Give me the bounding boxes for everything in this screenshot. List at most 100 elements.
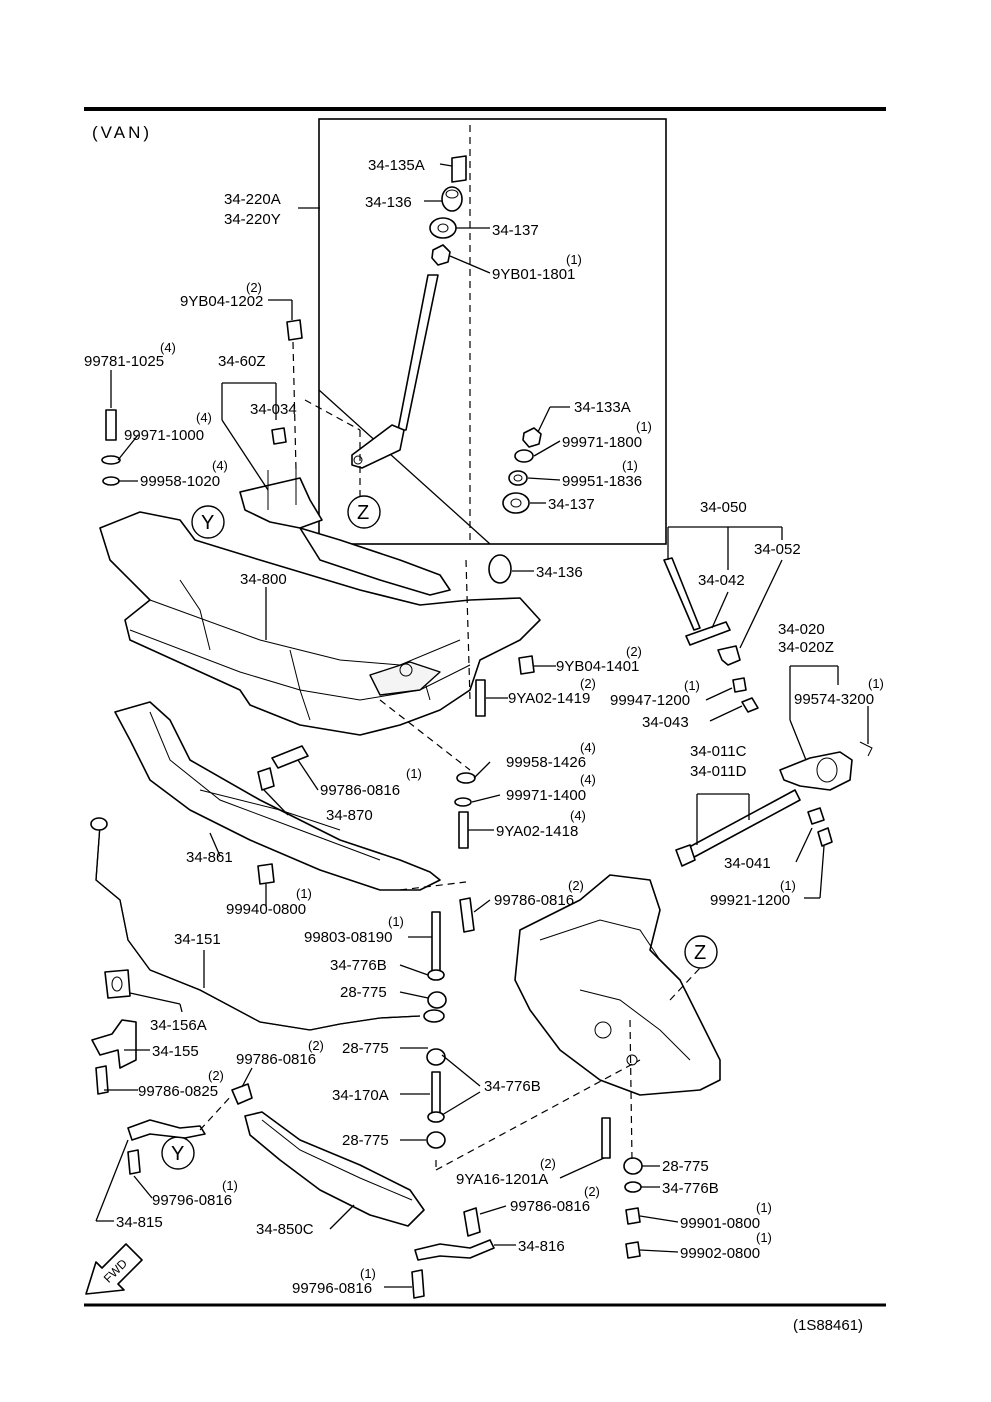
- callout-28-775-b: 28-775: [342, 1040, 389, 1057]
- callout-28-775-d: 28-775: [662, 1158, 709, 1175]
- part-hardware-stack: [426, 911, 643, 1259]
- part-34-137-top: [429, 217, 457, 239]
- callout-34-136-top: 34-136: [365, 194, 412, 211]
- callout-34-170A: 34-170A: [332, 1087, 389, 1104]
- part-stabilizer-link-rod: [351, 274, 439, 469]
- marker-z-bottom: Z: [684, 935, 718, 969]
- callout-99921-1200: 99921-1200: [710, 892, 790, 909]
- callout-34-776B-c: 34-776B: [662, 1180, 719, 1197]
- part-99951-1836: [508, 470, 528, 486]
- callout-99947-1200: 99947-1200: [610, 692, 690, 709]
- inset-box: [318, 118, 667, 545]
- callout-34-135A: 34-135A: [368, 157, 425, 174]
- svg-text:(1): (1): [296, 886, 312, 901]
- marker-y-bottom: Y: [161, 1136, 195, 1170]
- callout-9YB01-1801: 9YB01-1801: [492, 266, 575, 283]
- callout-34-133A: 34-133A: [574, 399, 631, 416]
- part-34-151-stabilizer-bar: [90, 817, 445, 1031]
- callout-34-052: 34-052: [754, 541, 801, 558]
- callout-34-041: 34-041: [724, 855, 771, 872]
- callout-99786-0816-a: 99786-0816: [320, 782, 400, 799]
- callout-34-815: 34-815: [116, 1214, 163, 1231]
- svg-text:(2): (2): [584, 1184, 600, 1199]
- leader-lines: [95, 163, 869, 1288]
- callout-34-043: 34-043: [642, 714, 689, 731]
- callout-99971-1000: 99971-1000: [124, 427, 204, 444]
- svg-text:(1): (1): [566, 252, 582, 267]
- svg-text:(4): (4): [212, 458, 228, 473]
- callout-9YB04-1202: 9YB04-1202: [180, 293, 263, 310]
- svg-text:(4): (4): [580, 772, 596, 787]
- callout-28-775-c: 28-775: [342, 1132, 389, 1149]
- callout-34-011D: 34-011D: [690, 763, 747, 780]
- callout-34-020: 34-020: [778, 621, 825, 638]
- callout-34-034: 34-034: [250, 401, 297, 418]
- part-34-133A: [522, 427, 542, 448]
- callout-34-220Y: 34-220Y: [224, 211, 281, 228]
- callout-99901-0800: 99901-0800: [680, 1215, 760, 1232]
- callout-28-775-a: 28-775: [340, 984, 387, 1001]
- inset-leader: [318, 389, 491, 545]
- part-34-020-anchor-arm: [779, 741, 873, 791]
- svg-text:(1): (1): [684, 678, 700, 693]
- svg-text:(1): (1): [868, 676, 884, 691]
- callout-34-050: 34-050: [700, 499, 747, 516]
- part-34-136-lower: [488, 554, 512, 584]
- part-34-60Z-bracket: [239, 465, 451, 596]
- part-9YB01-1801-nut: [431, 244, 451, 266]
- svg-text:(1): (1): [756, 1230, 772, 1245]
- callout-99971-1800: 99971-1800: [562, 434, 642, 451]
- svg-text:(2): (2): [308, 1038, 324, 1053]
- variant-label: (VAN): [92, 123, 152, 142]
- svg-text:(4): (4): [196, 410, 212, 425]
- part-34-815-link: [127, 1119, 206, 1141]
- part-steering-knuckle: [514, 874, 721, 1096]
- callout-99786-0816-b: 99786-0816: [494, 892, 574, 909]
- callout-34-816: 34-816: [518, 1238, 565, 1255]
- callout-34-020Z: 34-020Z: [778, 639, 834, 656]
- callout-99796-0816-b: 99796-0816: [292, 1280, 372, 1297]
- callout-9YB04-1401: 9YB04-1401: [556, 658, 639, 675]
- svg-text:(1): (1): [636, 419, 652, 434]
- callout-99971-1400: 99971-1400: [506, 787, 586, 804]
- svg-text:Z: Z: [357, 502, 369, 524]
- svg-text:(2): (2): [208, 1068, 224, 1083]
- part-fasteners: [95, 319, 833, 1299]
- part-34-155-bracket: [91, 1019, 137, 1069]
- callout-34-776B-b: 34-776B: [484, 1078, 541, 1095]
- svg-text:(1): (1): [780, 878, 796, 893]
- part-34-011C-torsion-bar: [675, 789, 801, 867]
- svg-text:(1): (1): [388, 914, 404, 929]
- callout-34-60Z: 34-60Z: [218, 353, 266, 370]
- svg-text:(1): (1): [622, 458, 638, 473]
- callout-34-776B-a: 34-776B: [330, 957, 387, 974]
- part-34-137-lower: [502, 492, 530, 514]
- part-34-050-bolt: [663, 557, 701, 631]
- callout-99940-0800: 99940-0800: [226, 901, 306, 918]
- part-34-850C-guard: [244, 1111, 425, 1227]
- callout-34-137-top: 34-137: [492, 222, 539, 239]
- part-34-816-link: [414, 1239, 495, 1261]
- marker-z-top: Z: [347, 495, 381, 529]
- svg-text:(1): (1): [222, 1178, 238, 1193]
- callout-34-800: 34-800: [240, 571, 287, 588]
- part-34-052: [717, 645, 741, 666]
- callout-99951-1836: 99951-1836: [562, 473, 642, 490]
- part-34-800-crossmember: [99, 511, 541, 736]
- callout-34-151: 34-151: [174, 931, 221, 948]
- callout-9YA16-1201A: 9YA16-1201A: [456, 1171, 548, 1188]
- svg-text:(4): (4): [570, 808, 586, 823]
- callout-99803-08190: 99803-08190: [304, 929, 392, 946]
- callout-34-155: 34-155: [152, 1043, 199, 1060]
- callout-34-220A: 34-220A: [224, 191, 281, 208]
- callout-99958-1020: 99958-1020: [140, 473, 220, 490]
- callout-34-137-lower: 34-137: [548, 496, 595, 513]
- svg-text:(1): (1): [756, 1200, 772, 1215]
- callout-9YA02-1419: 9YA02-1419: [508, 690, 590, 707]
- svg-text:Y: Y: [201, 512, 214, 534]
- callout-34-011C: 34-011C: [690, 743, 747, 760]
- callout-99958-1426: 99958-1426: [506, 754, 586, 771]
- svg-text:(2): (2): [580, 676, 596, 691]
